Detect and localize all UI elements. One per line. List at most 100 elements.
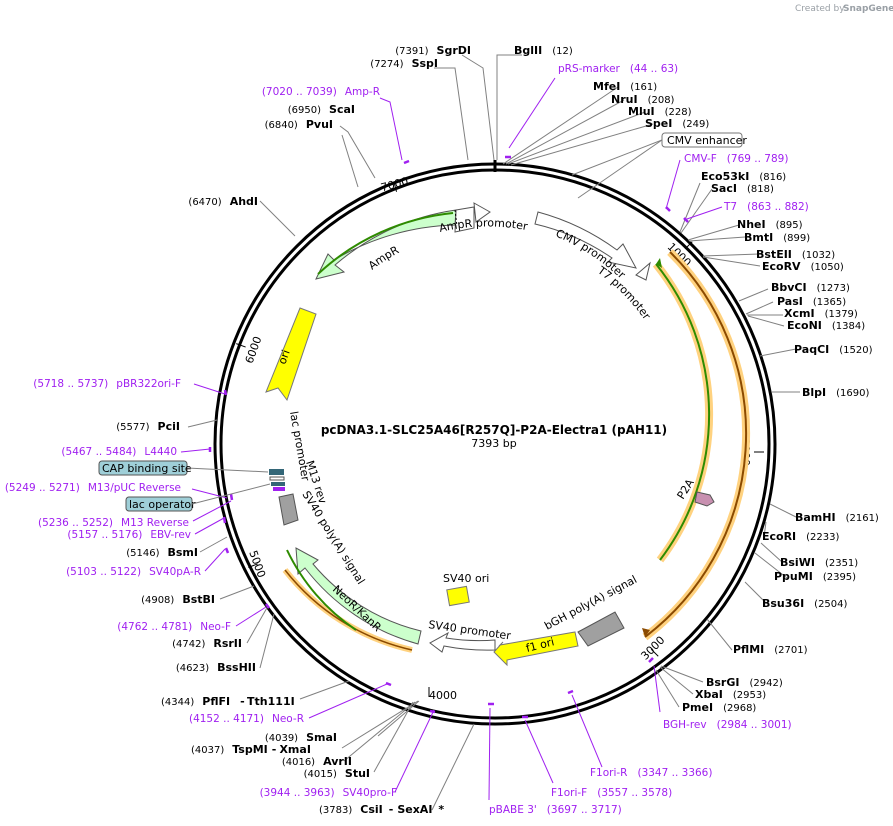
site-bglii[interactable]: BglII(12) [514,44,573,57]
ori-arrow [265,307,317,402]
site-xbai[interactable]: XbaI(2953) [695,688,766,701]
site-saci[interactable]: SacI(818) [711,182,774,195]
cap-binding-site-label[interactable]: CAP binding site [102,462,192,475]
site-mfei[interactable]: MfeI(161) [593,80,657,93]
cap-binding-site-mark [269,469,284,475]
site-pflfi[interactable]: (4344)PflFI-Tth111I [161,695,295,708]
site-tspmi[interactable]: (4037)TspMI-XmaI [191,743,311,756]
primer-neo-r[interactable]: (4152 .. 4171)Neo-R [189,713,304,725]
primer-leader-lines [180,77,723,801]
site-xcmi[interactable]: XcmI(1379) [784,307,858,320]
site-bamhi[interactable]: BamHI(2161) [795,511,879,524]
cmv-enhancer-label[interactable]: CMV enhancer [667,134,747,147]
site-nrui[interactable]: NruI(208) [611,93,675,106]
site-pcii[interactable]: (5577)PciI [116,420,180,433]
site-avrii[interactable]: (4016)AvrII [282,755,352,768]
primer-f1ori-f[interactable]: F1ori-F(3557 .. 3578) [551,787,672,799]
lac-operator-label[interactable]: lac operator [129,498,196,511]
primer-sv40pro-f[interactable]: (3944 .. 3963)SV40pro-F [260,787,397,799]
primer-prs-marker[interactable]: pRS-marker(44 .. 63) [558,63,678,75]
plasmid-size: 7393 bp [471,437,516,450]
features [265,202,751,667]
lac-promoter-mark [269,476,285,481]
created-by-text: Created by [795,4,845,14]
site-pflmi[interactable]: PflMI(2701) [733,643,808,656]
site-paqci[interactable]: PaqCI(1520) [794,343,873,356]
site-bsteii[interactable]: BstEII(1032) [756,248,835,261]
site-spei[interactable]: SpeI(249) [645,117,709,130]
primer-l4440[interactable]: (5467 .. 5484)L4440 [61,446,177,458]
sv40-ori-box [446,585,470,607]
site-ppumi[interactable]: PpuMI(2395) [774,570,856,583]
lac-operator-mark [271,482,285,486]
m13-rev-mark [273,487,285,491]
primer-sv40pa-r[interactable]: (5103 .. 5122)SV40pA-R [66,566,201,578]
site-bsu36i[interactable]: Bsu36I(2504) [762,597,848,610]
ampr-promoter-arrowhead [473,202,491,223]
site-bsiwi[interactable]: BsiWI(2351) [780,556,858,569]
site-bsmi[interactable]: (5146)BsmI [126,546,198,559]
primer-cmv-f[interactable]: CMV-F(769 .. 789) [684,153,788,165]
primer-amp-r[interactable]: (7020 .. 7039)Amp-R [262,86,380,98]
site-sspi[interactable]: (7274)SspI [370,57,438,70]
site-nhei[interactable]: NheI(895) [737,218,803,231]
site-ecorv[interactable]: EcoRV(1050) [762,260,844,273]
primer-pbabe-3[interactable]: pBABE 3'(3697 .. 3717) [489,804,622,816]
primer-m13-reverse[interactable]: (5236 .. 5252)M13 Reverse [38,517,189,529]
site-ecori[interactable]: EcoRI(2233) [762,530,840,543]
cmv-enhancer-leader [577,139,663,199]
site-rsrii[interactable]: (4742)RsrII [172,637,242,650]
svg-text:7000: 7000 [379,175,409,195]
bgh-polya-label: bGH poly(A) signal [542,573,639,633]
site-pasi[interactable]: PasI(1365) [777,295,846,308]
primer-ebv-rev[interactable]: (5157 .. 5176)EBV-rev [67,529,191,541]
site-xmai: XmaI [279,743,310,756]
site-csii[interactable]: (3783)CsiI-SexAI* [319,803,444,816]
site-pvui[interactable]: (6840)PvuI [265,118,333,131]
site-leader-lines [187,54,800,811]
site-bmti[interactable]: BmtI(899) [744,231,810,244]
site-pmei[interactable]: PmeI(2968) [682,701,756,714]
primer-bgh-rev[interactable]: BGH-rev(2984 .. 3001) [663,719,792,731]
svg-text:4000: 4000 [429,689,457,702]
boxed-labels: CMV enhancer CAP binding site lac operat… [98,132,747,512]
gene-arrowhead-inner [656,258,662,268]
svg-text:6000: 6000 [243,335,265,366]
neor-gene-arrow [295,547,422,645]
primer-t7[interactable]: T7(863 .. 882) [723,201,809,213]
plasmid-name: pcDNA3.1-SLC25A46[R257Q]-P2A-Electra1 (p… [321,423,667,437]
site-bsrgi[interactable]: BsrGI(2942) [706,676,783,689]
neor-outer-line [284,569,413,651]
site-bstbi[interactable]: (4908)BstBI [141,593,215,606]
plasmid-title: pcDNA3.1-SLC25A46[R257Q]-P2A-Electra1 (p… [321,423,667,450]
site-scai[interactable]: (6950)ScaI [288,103,355,116]
gene-halo-inner [652,261,714,563]
site-eco53ki[interactable]: Eco53kI(816) [701,170,786,183]
site-sgrdi[interactable]: (7391)SgrDI [395,44,471,57]
site-mlui[interactable]: MluI(228) [628,105,692,118]
primer-f1ori-r[interactable]: F1ori-R(3347 .. 3366) [590,767,712,779]
site-smai[interactable]: (4039)SmaI [265,731,337,744]
primer-labels: pRS-marker(44 .. 63) (7020 .. 7039)Amp-R… [5,63,809,816]
primer-m13-puc-reverse[interactable]: (5249 .. 5271)M13/pUC Reverse [5,482,181,494]
t7-promoter-arrow [635,261,651,281]
snapgene-branding: Created by SnapGene [795,4,893,14]
site-econi[interactable]: EcoNI(1384) [787,319,865,332]
gene-arrowhead-outer [642,628,650,637]
primer-neo-f[interactable]: (4762 .. 4781)Neo-F [117,621,231,633]
restriction-sites: BglII(12) (7391)SgrDI (7274)SspI (6950)S… [116,44,879,816]
sv40-polya-box [278,493,299,526]
lac-operator-leader [191,483,271,505]
site-bbvci[interactable]: BbvCI(1273) [771,281,850,294]
ampr-cds-line [317,212,454,275]
cmv-promoter-arrow [534,211,637,269]
site-bsshii[interactable]: (4623)BssHII [176,661,256,674]
ampr-promoter-label: AmpR promoter [438,216,529,235]
primer-pbr322ori-f[interactable]: (5718 .. 5737)pBR322ori-F [33,378,181,390]
site-blpi[interactable]: BlpI(1690) [802,386,869,399]
site-stui[interactable]: (4015)StuI [304,767,370,780]
sv40-ori-label: SV40 ori [443,572,489,585]
backbone [213,160,777,726]
site-ahdi[interactable]: (6470)AhdI [188,195,258,208]
